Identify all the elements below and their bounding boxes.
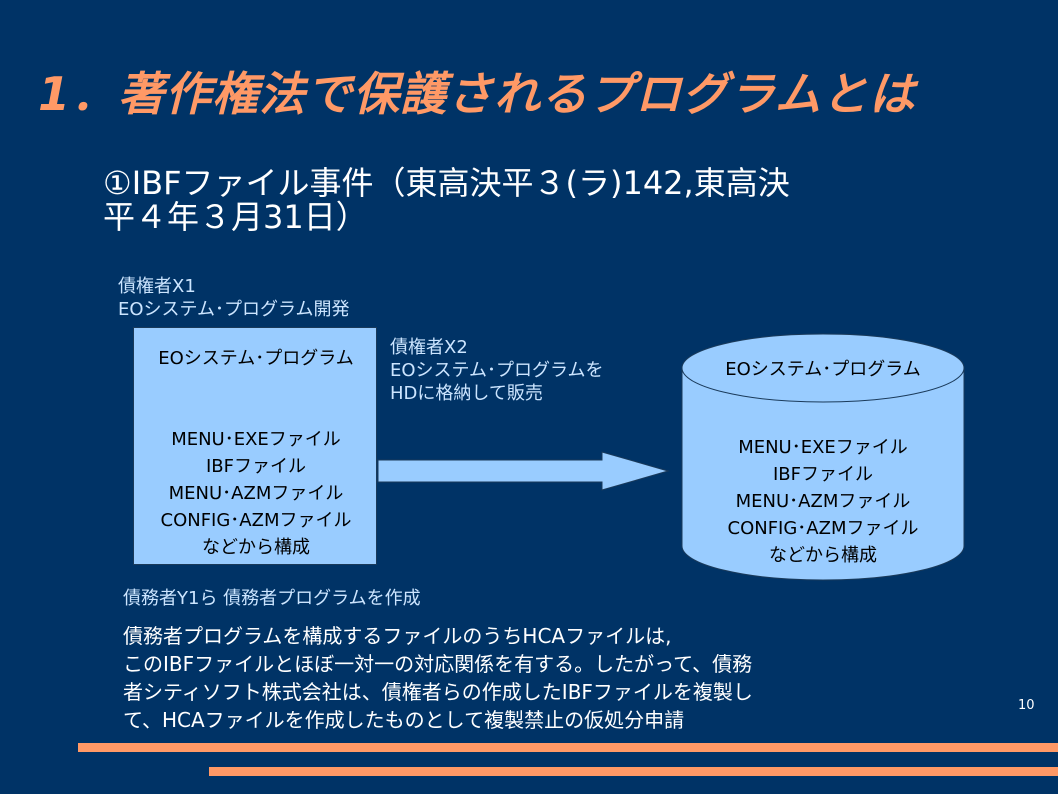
source-file-item: CONFIG･AZMファイル — [134, 507, 378, 534]
disk-file-item: MENU･EXEファイル — [682, 434, 964, 461]
creditor-x2-action-2: HDに格納して販売 — [390, 382, 603, 405]
debtor-y1-note: 債務者Y1ら 債務者プログラムを作成 — [123, 587, 421, 610]
creditor-x2-note: 債権者X2 EOシステム･プログラムを HDに格納して販売 — [390, 336, 603, 405]
source-program-box: EOシステム･プログラム MENU･EXEファイル IBFファイル MENU･A… — [133, 327, 377, 565]
case-summary-line: て、HCAファイルを作成したものとして複製禁止の仮処分申請 — [123, 706, 943, 734]
disk-file-item: MENU･AZMファイル — [682, 488, 964, 515]
source-program-title: EOシステム･プログラム — [134, 344, 378, 370]
disk-file-item: などから構成 — [682, 542, 964, 569]
case-summary: 債務者プログラムを構成するファイルのうちHCAファイルは, このIBFファイルと… — [123, 622, 943, 734]
disk-file-item: CONFIG･AZMファイル — [682, 515, 964, 542]
source-program-files: MENU･EXEファイル IBFファイル MENU･AZMファイル CONFIG… — [134, 426, 378, 561]
page-number: 10 — [1018, 698, 1035, 713]
case-summary-line: 者シティソフト株式会社は、債権者らの作成したIBFファイルを複製し — [123, 678, 943, 706]
disk-file-item: IBFファイル — [682, 461, 964, 488]
source-file-item: MENU･EXEファイル — [134, 426, 378, 453]
disk-program-title: EOシステム･プログラム — [682, 355, 964, 381]
accent-bar-lower — [209, 767, 1058, 776]
source-file-item: IBFファイル — [134, 453, 378, 480]
creditor-x2-action-1: EOシステム･プログラムを — [390, 359, 603, 382]
case-summary-line: このIBFファイルとほぼ一対一の対応関係を有する。したがって、債務 — [123, 650, 943, 678]
case-summary-line: 債務者プログラムを構成するファイルのうちHCAファイルは, — [123, 622, 943, 650]
accent-bar-upper — [78, 743, 1058, 752]
creditor-x2-name: 債権者X2 — [390, 336, 603, 359]
source-file-item: などから構成 — [134, 534, 378, 561]
disk-program-files: MENU･EXEファイル IBFファイル MENU･AZMファイル CONFIG… — [682, 434, 964, 569]
transfer-arrow — [378, 452, 668, 490]
source-file-item: MENU･AZMファイル — [134, 480, 378, 507]
